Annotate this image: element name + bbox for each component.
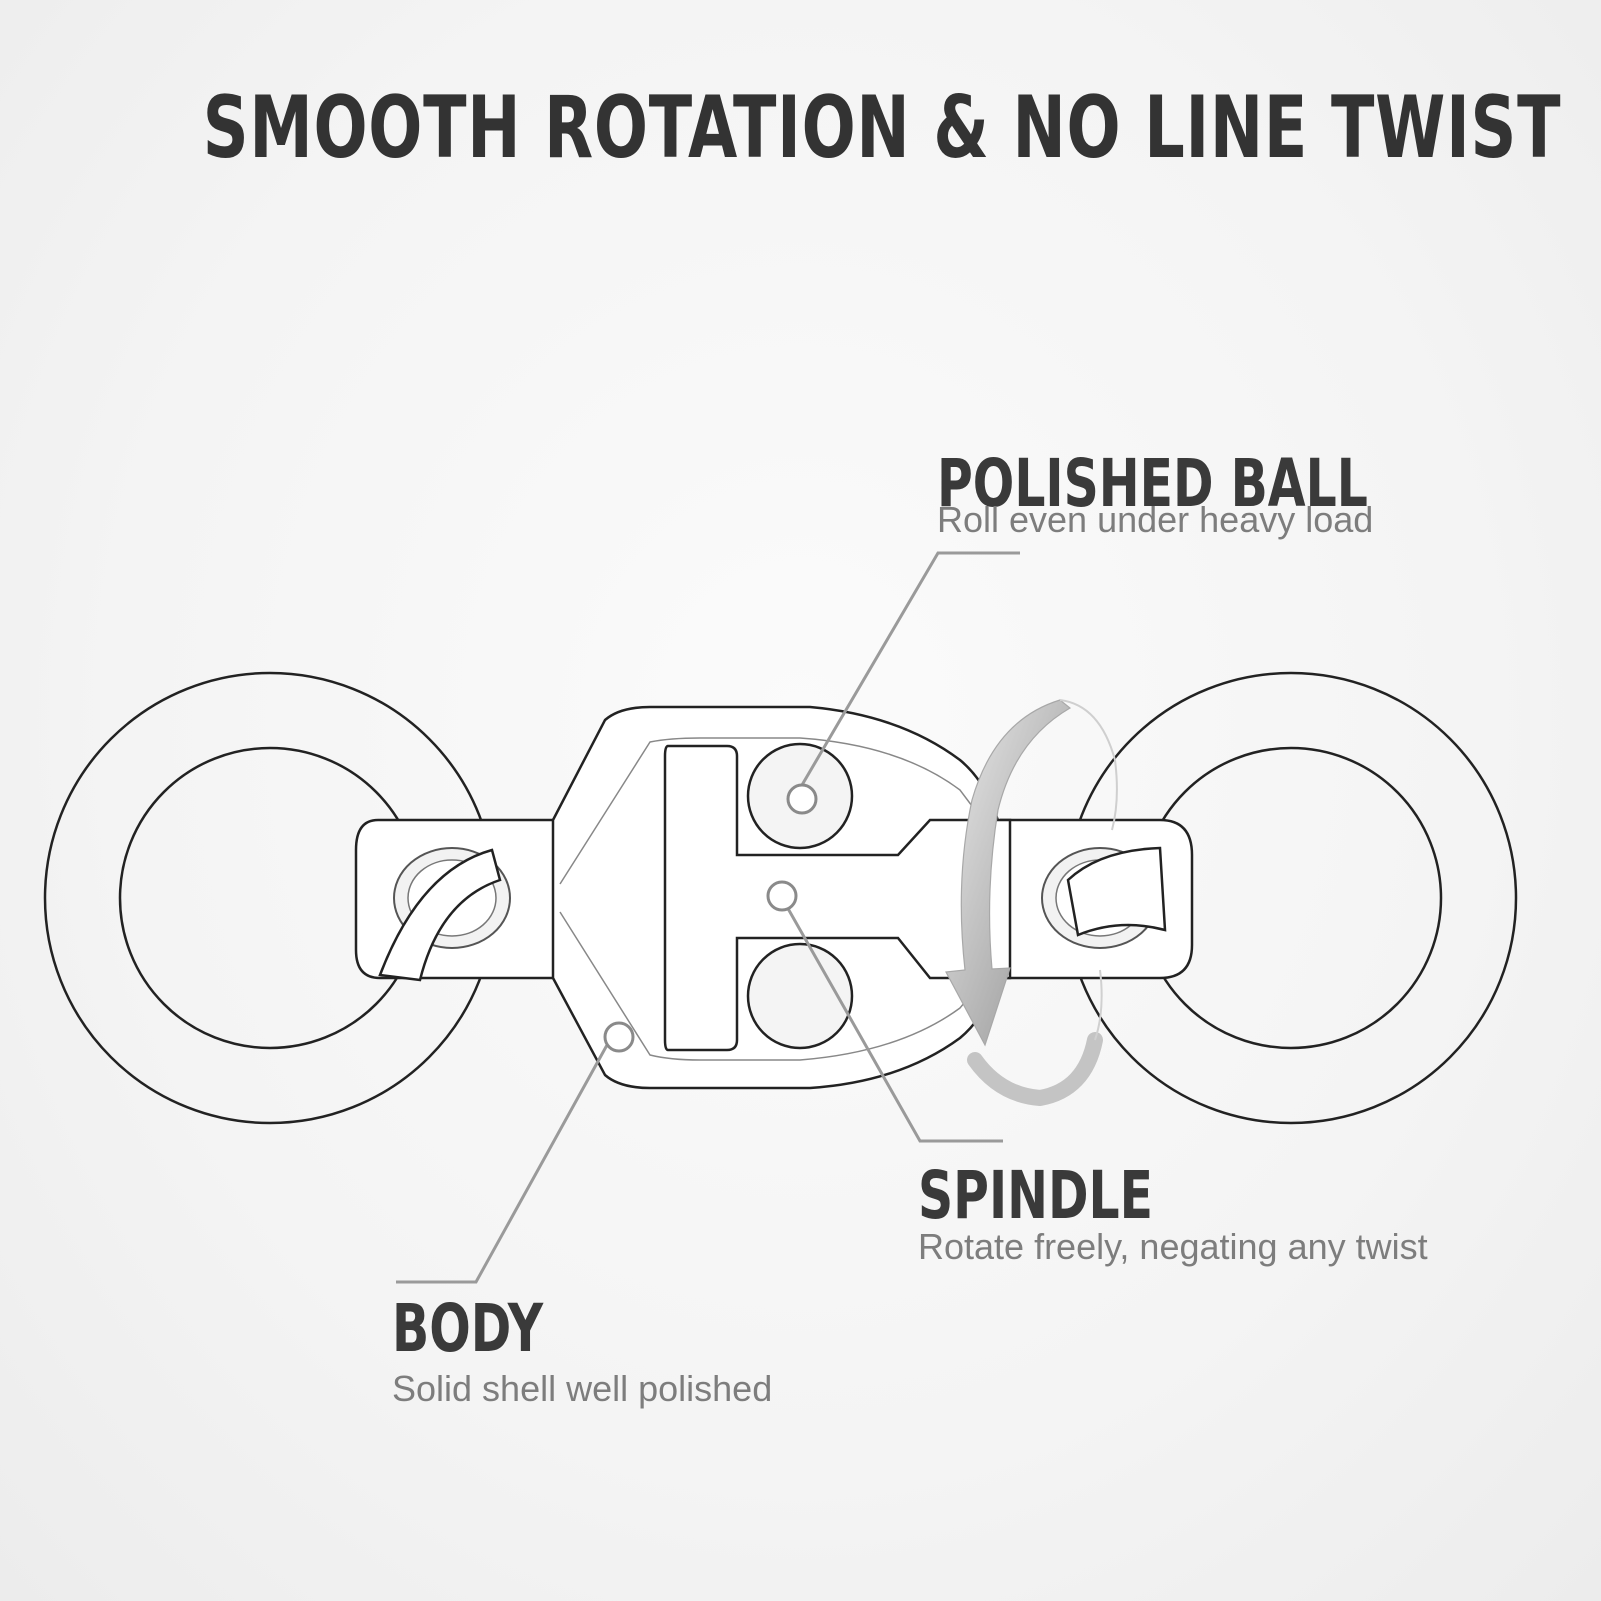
polished-ball-bottom xyxy=(746,942,854,1050)
marker-body xyxy=(603,1021,635,1053)
right-ring-front-segment xyxy=(1066,846,1167,937)
rotation-arrow-icon xyxy=(945,699,1118,1107)
spindle-heading: SPINDLE xyxy=(918,1157,1154,1234)
spindle-description: Rotate freely, negating any twist xyxy=(918,1226,1428,1267)
polished-ball-heading: POLISHED BALL xyxy=(937,445,1368,522)
callout-markers xyxy=(603,783,818,1053)
body-description: Solid shell well polished xyxy=(392,1368,773,1409)
leader-line-spindle xyxy=(780,897,1003,1143)
marker-spindle xyxy=(766,880,798,912)
leader-line-polished-ball xyxy=(800,551,1020,786)
leader-lines xyxy=(396,551,1020,1284)
body-inner-outline xyxy=(559,737,976,1061)
polished-ball-description: Roll even under heavy load xyxy=(937,499,1374,540)
spindle-shape xyxy=(663,744,1012,1052)
left-ring-front-segment xyxy=(378,848,502,982)
body-heading: BODY xyxy=(392,1290,544,1367)
page-title: SMOOTH ROTATION & NO LINE TWIST xyxy=(202,78,1562,178)
leader-line-body xyxy=(396,1035,614,1284)
marker-polished-ball xyxy=(786,783,818,815)
